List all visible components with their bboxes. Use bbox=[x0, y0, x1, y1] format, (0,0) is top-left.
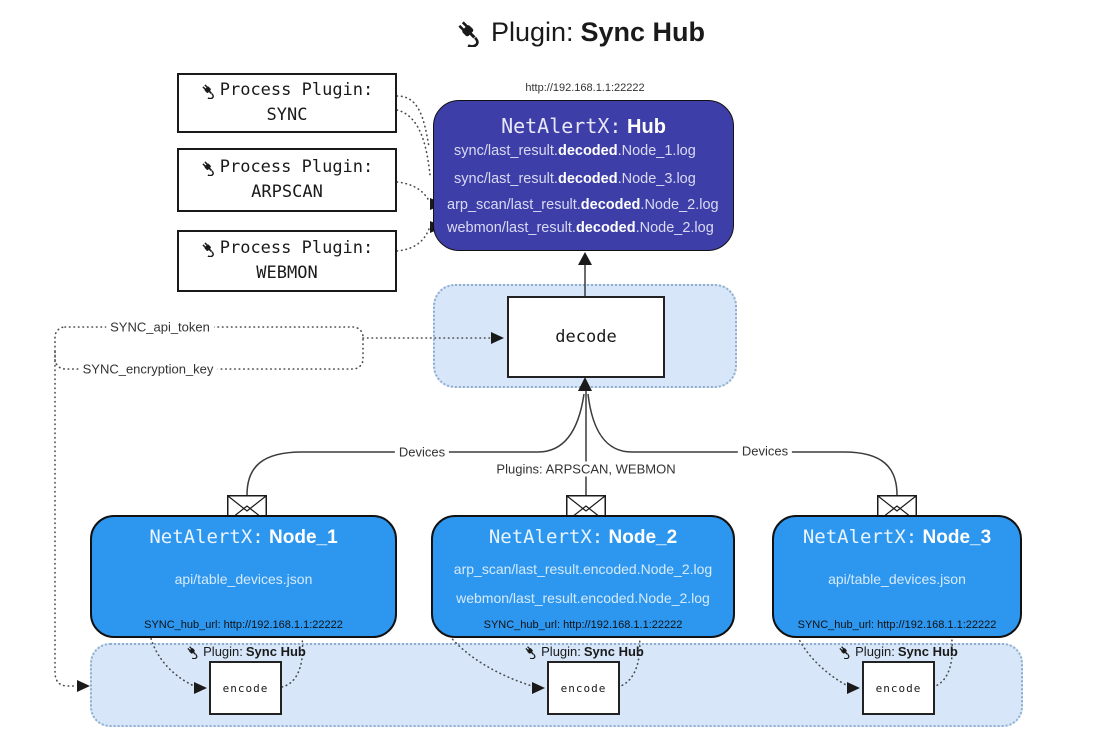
node-title: NetAlertX: Node_2 bbox=[488, 526, 678, 548]
plugins-center-label: Plugins: ARPSCAN, WEBMON bbox=[492, 461, 680, 477]
process-plugin-name: WEBMON bbox=[256, 263, 318, 283]
plug-icon bbox=[186, 644, 198, 659]
title-name: Sync Hub bbox=[580, 17, 706, 47]
sync-encryption-key-label: SYNC_encryption_key bbox=[78, 361, 218, 377]
arrow-into-encode2 bbox=[532, 682, 545, 694]
node-1: NetAlertX: Node_1 api/table_devices.json… bbox=[90, 515, 397, 638]
process-plugin-label: Process Plugin: bbox=[219, 157, 374, 178]
plug-icon bbox=[838, 644, 850, 659]
encode-box-2: encode bbox=[547, 661, 620, 715]
arrow-into-decode bbox=[578, 377, 592, 391]
decode-box: decode bbox=[507, 296, 665, 378]
hub-title: NetAlertX: Hub bbox=[434, 114, 733, 139]
decode-label: decode bbox=[555, 327, 617, 347]
encode-plugin-label: Plugin: Sync Hub bbox=[524, 644, 644, 659]
edge-sync-plugin-line2 bbox=[396, 109, 431, 176]
plug-icon bbox=[456, 18, 480, 47]
node-hub-url: SYNC_hub_url: http://192.168.1.1:22222 bbox=[797, 619, 997, 631]
plug-icon bbox=[200, 240, 215, 257]
hub-log-line: sync/last_result.decoded.Node_3.log bbox=[454, 171, 696, 187]
edge-arpscan-plugin-line3 bbox=[396, 181, 430, 202]
edge-sync-plugin-line1 bbox=[396, 95, 430, 148]
node-file: api/table_devices.json bbox=[174, 571, 313, 587]
encode-box-1: encode bbox=[209, 661, 282, 715]
process-plugin-webmon: Process Plugin: WEBMON bbox=[177, 230, 397, 292]
devices-right-label: Devices bbox=[737, 443, 793, 459]
node-title: NetAlertX: Node_1 bbox=[149, 526, 338, 548]
node-file: webmon/last_result.encoded.Node_2.log bbox=[456, 590, 710, 606]
node-hub-url: SYNC_hub_url: http://192.168.1.1:22222 bbox=[144, 619, 343, 631]
plug-icon bbox=[200, 82, 215, 99]
sync-api-token-label: SYNC_api_token bbox=[106, 319, 214, 335]
hub-title-name: Hub bbox=[627, 116, 666, 138]
arrow-config-to-band bbox=[77, 680, 90, 692]
devices-left-label: Devices bbox=[394, 444, 450, 460]
process-plugin-name: ARPSCAN bbox=[251, 182, 323, 202]
plug-icon bbox=[524, 644, 536, 659]
node-hub-url: SYNC_hub_url: http://192.168.1.1:22222 bbox=[483, 619, 683, 631]
edge-webmon-plugin-line4 bbox=[396, 228, 430, 252]
diagram-title: Plugin: Sync Hub bbox=[0, 17, 1117, 48]
process-plugin-label: Process Plugin: bbox=[219, 238, 374, 259]
plug-icon bbox=[200, 159, 215, 176]
arrow-config-to-decode bbox=[491, 332, 504, 344]
hub-url-label: http://192.168.1.1:22222 bbox=[525, 82, 645, 94]
process-plugin-name: SYNC bbox=[266, 105, 308, 125]
process-plugin-label: Process Plugin: bbox=[219, 80, 374, 101]
node-file: api/table_devices.json bbox=[828, 571, 966, 587]
process-plugin-arpscan: Process Plugin: ARPSCAN bbox=[177, 148, 397, 212]
arrow-decode-to-hub bbox=[578, 252, 592, 265]
hub-title-prefix: NetAlertX: bbox=[501, 114, 622, 138]
node-2: NetAlertX: Node_2 arp_scan/last_result.e… bbox=[431, 515, 735, 638]
encode-box-3: encode bbox=[862, 661, 935, 715]
node-3: NetAlertX: Node_3 api/table_devices.json… bbox=[772, 515, 1022, 638]
hub-log-line: arp_scan/last_result.decoded.Node_2.log bbox=[447, 197, 719, 213]
node-title: NetAlertX: Node_3 bbox=[802, 526, 992, 548]
node-file: arp_scan/last_result.encoded.Node_2.log bbox=[453, 561, 713, 577]
hub-node: NetAlertX: Hub sync/last_result.decoded.… bbox=[433, 100, 734, 251]
edge-config-to-encode-band bbox=[54, 351, 78, 687]
hub-log-line: webmon/last_result.decoded.Node_2.log bbox=[447, 220, 714, 236]
process-plugin-sync: Process Plugin: SYNC bbox=[177, 73, 397, 133]
arrow-into-encode3 bbox=[847, 682, 860, 694]
encode-plugin-label: Plugin: Sync Hub bbox=[186, 644, 306, 659]
arrow-into-encode1 bbox=[194, 682, 207, 694]
encode-plugin-label: Plugin: Sync Hub bbox=[838, 644, 958, 659]
hub-log-line: sync/last_result.decoded.Node_1.log bbox=[454, 143, 696, 159]
title-prefix: Plugin: bbox=[490, 17, 574, 47]
